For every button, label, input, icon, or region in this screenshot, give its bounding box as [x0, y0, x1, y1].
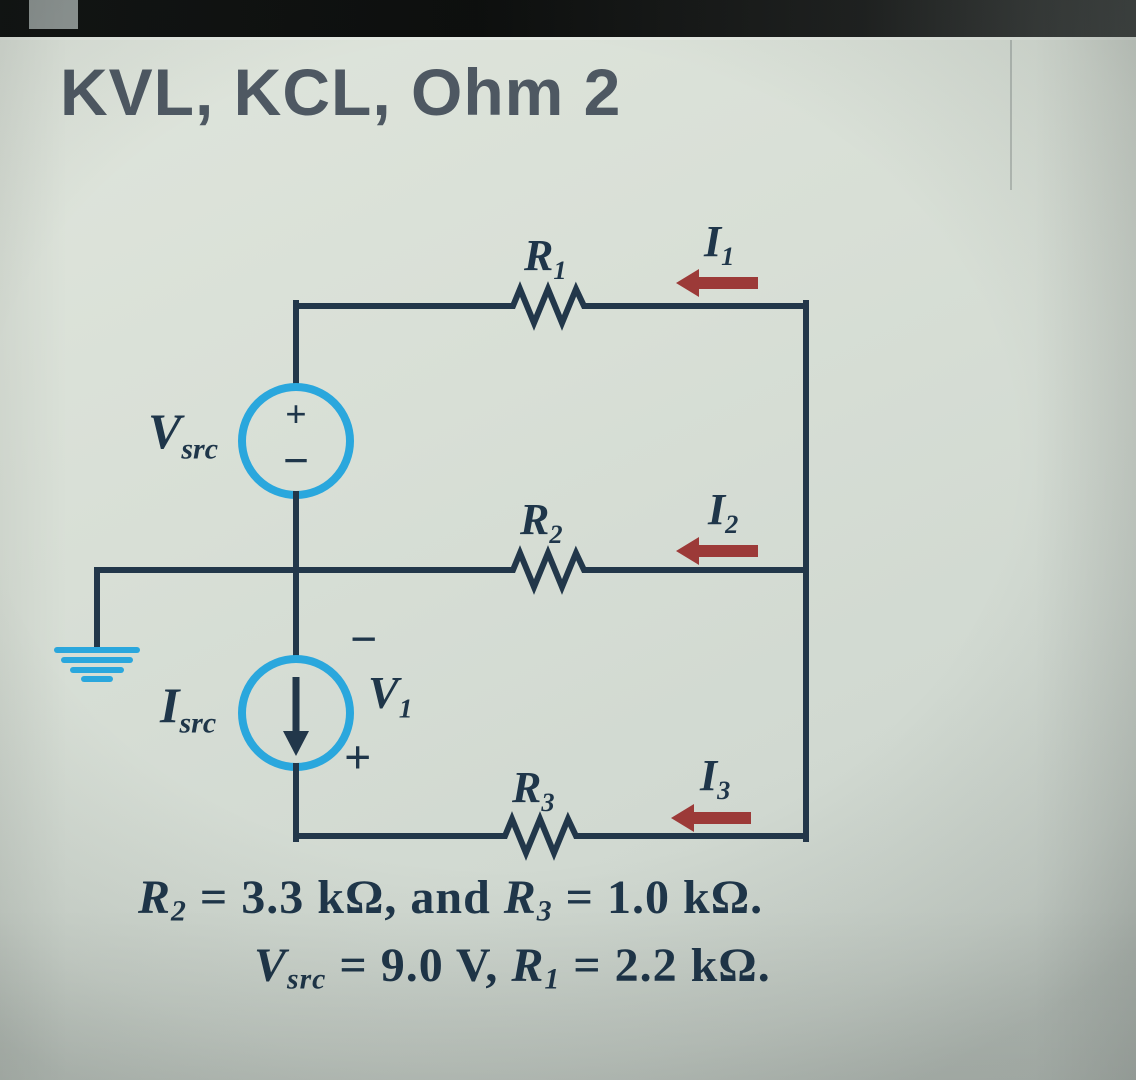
v1-label-base: V: [368, 667, 399, 718]
eq2-var2-sub: 1: [544, 962, 561, 996]
i1-label-sub: 1: [721, 241, 735, 272]
vsrc-minus-sign: −: [282, 435, 310, 486]
eq1-var2-sub: 3: [536, 894, 553, 928]
eq2-var1: V: [254, 939, 288, 992]
photo-page-crease: [1010, 40, 1012, 190]
vsrc-label-base: V: [148, 403, 182, 459]
i2-label-base: I: [708, 485, 726, 534]
eq2-var2: R: [511, 939, 545, 992]
vsrc-plus-sign: +: [285, 394, 307, 436]
resistor-r1-symbol: [502, 281, 607, 331]
v1-minus-sign: −: [350, 613, 378, 666]
photo-edge-highlight: [0, 37, 1136, 40]
i1-current-label: I1: [704, 220, 734, 270]
photo-top-light-notch: [29, 0, 78, 29]
equation-line-2: Vsrc = 9.0 V, R1 = 2.2 kΩ.: [254, 942, 771, 994]
i3-label-base: I: [700, 751, 718, 800]
r2-label-sub: 2: [549, 519, 563, 550]
isrc-label-sub: src: [179, 706, 217, 740]
ground-symbol: [54, 647, 140, 682]
current-arrow-i1: [676, 269, 758, 297]
i3-label-sub: 3: [717, 775, 731, 806]
eq1-var1: R: [138, 871, 172, 924]
eq1-mid2: = 1.0 kΩ.: [552, 871, 764, 924]
i2-current-label: I2: [708, 488, 738, 538]
r2-label-base: R: [520, 495, 550, 544]
v1-label-sub: 1: [398, 692, 413, 724]
r1-label-base: R: [524, 231, 554, 280]
r3-label-base: R: [512, 763, 542, 812]
v1-voltage-label: V1: [368, 670, 412, 722]
i1-label-base: I: [704, 217, 722, 266]
eq1-mid1: = 3.3 kΩ, and: [186, 871, 504, 924]
eq2-mid1: = 9.0 V,: [326, 939, 512, 992]
eq1-var2: R: [503, 871, 537, 924]
v1-plus-sign: +: [344, 731, 372, 784]
eq2-mid2: = 2.2 kΩ.: [560, 939, 771, 992]
r3-label-sub: 3: [541, 787, 555, 818]
equation-line-1: R2 = 3.3 kΩ, and R3 = 1.0 kΩ.: [138, 874, 763, 926]
current-source-arrow-head: [283, 731, 309, 756]
current-arrow-i2: [676, 537, 758, 565]
r1-label: R1: [524, 234, 567, 284]
current-arrow-i3: [671, 804, 751, 832]
r2-label: R2: [520, 498, 563, 548]
vsrc-label: Vsrc: [148, 406, 218, 465]
resistor-r3-symbol: [494, 811, 591, 861]
resistor-r2-symbol: [502, 545, 607, 595]
vsrc-label-sub: src: [181, 432, 219, 466]
page-title: KVL, KCL, Ohm 2: [60, 55, 622, 129]
i3-current-label: I3: [700, 754, 730, 804]
isrc-label: Isrc: [160, 680, 216, 739]
eq2-var1-sub: src: [287, 962, 327, 996]
eq1-var1-sub: 2: [171, 894, 187, 928]
r1-label-sub: 1: [553, 255, 567, 286]
photo-top-dark-edge: [0, 0, 1136, 37]
isrc-label-base: I: [160, 677, 180, 733]
r3-label: R3: [512, 766, 555, 816]
i2-label-sub: 2: [725, 509, 739, 540]
